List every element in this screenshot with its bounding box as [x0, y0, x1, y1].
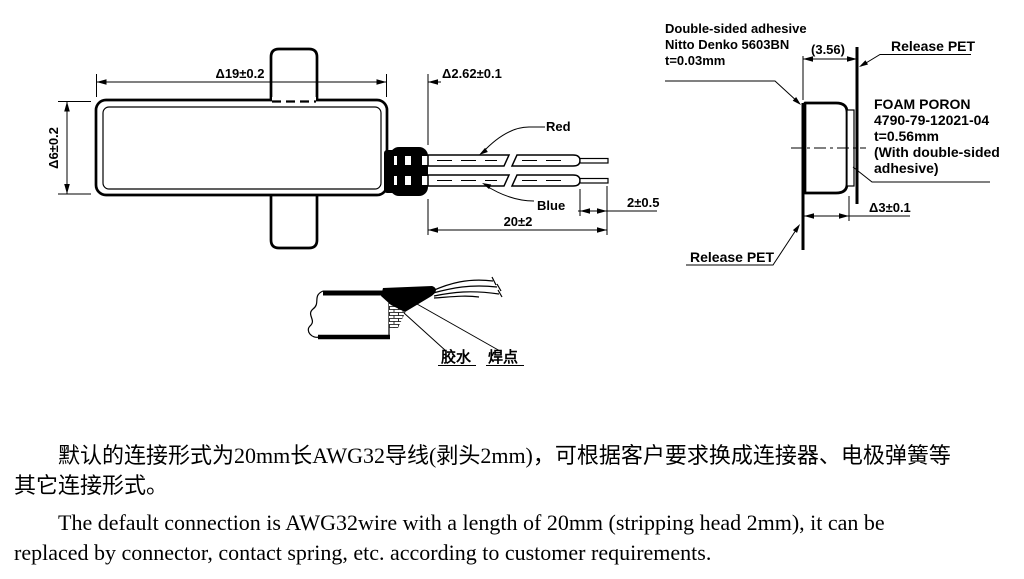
glue-leader: [403, 312, 447, 352]
dim-wire-length-text: 20±2: [504, 214, 533, 229]
dim-connector-width: Δ2.62±0.1: [427, 66, 502, 145]
side-view: (3.56) Double-sided adhesive Nitto Denko…: [665, 21, 1000, 266]
detail-wire-strand: [432, 285, 498, 294]
notes-section: 默认的连接形式为20mm长AWG32导线(剥头2mm)，可根据客户要求换成连接器…: [14, 441, 1018, 568]
foam-label-line3: t=0.56mm: [874, 128, 939, 144]
dim-body-height: Δ6±0.2: [46, 101, 91, 195]
connector-clamp-4: [411, 171, 422, 189]
release-pet-bottom-label: Release PET: [690, 249, 774, 265]
glue-speckle: [397, 298, 401, 302]
arrowhead: [428, 227, 438, 233]
detail-view: 胶水 焊点: [307, 276, 524, 366]
connector-clamp-3: [397, 171, 405, 189]
detail-wire-end-tick: [497, 289, 503, 298]
bottom-tab-outline: [269, 193, 319, 250]
detail-wire-strand: [433, 295, 480, 299]
adhesive-leader-arrowhead: [792, 97, 801, 105]
blue-leader-arrowhead: [482, 183, 492, 190]
foam-poron-callout: FOAM PORON 4790-79-12021-04 t=0.56mm (Wi…: [852, 96, 1000, 183]
front-view: Δ19±0.2 Δ6±0.2 Δ2.62±0.1 Red Blue: [46, 47, 659, 250]
dim-ref-356: (3.56): [802, 42, 857, 100]
dim-width-text: Δ19±0.2: [215, 66, 264, 81]
note-zh-line2: 其它连接形式。: [14, 473, 169, 498]
blue-label-leader: [484, 184, 535, 202]
dim-ref-text: (3.56): [811, 42, 845, 57]
detail-body-fill: [318, 293, 390, 336]
arrowhead: [428, 79, 438, 85]
dim-height-text: Δ6±0.2: [46, 127, 61, 169]
foam-label-line2: 4790-79-12021-04: [874, 112, 989, 128]
foam-label-line5: adhesive): [874, 160, 939, 176]
arrowhead: [64, 184, 70, 194]
dim-depth: Δ3±0.1: [804, 196, 911, 221]
red-leader-arrowhead: [479, 147, 488, 155]
detail-wire-end-tick: [496, 283, 502, 292]
detail-wire-end-tick: [491, 276, 497, 286]
arrowhead: [847, 56, 857, 62]
tab-overlap-mask: [272, 97, 316, 109]
note-en-line2: replaced by connector, contact spring, e…: [14, 540, 712, 565]
foam-leader: [852, 166, 990, 183]
adhesive-label-line2: Nitto Denko 5603BN: [665, 37, 789, 52]
dim-strip-text: 2±0.5: [627, 195, 659, 210]
solder-joint-area: [381, 286, 436, 312]
solder-label: 焊点: [488, 349, 518, 366]
solder-leader: [416, 303, 501, 352]
release-pet-top-leader: [860, 54, 971, 67]
adhesive-callout: Double-sided adhesive Nitto Denko 5603BN…: [665, 21, 807, 105]
arrowhead: [804, 213, 814, 219]
adhesive-label-line3: t=0.03mm: [665, 53, 725, 68]
foam-label-line4: (With double-sided: [874, 144, 1000, 160]
adhesive-label-line1: Double-sided adhesive: [665, 21, 807, 36]
glue-label: 胶水: [441, 348, 472, 366]
glue-speckle: [394, 304, 398, 308]
red-label-leader: [481, 126, 545, 154]
blue-wire-label: Blue: [537, 198, 565, 213]
arrowhead: [96, 79, 107, 85]
blue-wire: [427, 174, 609, 187]
arrowhead: [580, 208, 590, 214]
arrowhead: [597, 208, 607, 214]
dim-depth-text: Δ3±0.1: [869, 200, 911, 215]
connector-clamp-2: [411, 151, 422, 169]
release-pet-bottom-arrowhead: [792, 224, 800, 233]
release-pet-top-callout: Release PET: [859, 38, 975, 67]
connector-body: [390, 147, 428, 196]
note-zh-line1: 默认的连接形式为20mm长AWG32导线(剥头2mm)，可根据客户要求换成连接器…: [58, 443, 951, 468]
red-wire-bare-conductor: [579, 157, 609, 164]
glue-speckle: [403, 302, 407, 306]
arrowhead: [376, 79, 387, 85]
arrowhead: [597, 227, 607, 233]
detail-wire-strand: [433, 291, 500, 297]
blue-wire-bare-conductor: [579, 177, 609, 184]
arrowhead: [64, 101, 70, 112]
foam-label-line1: FOAM PORON: [874, 96, 970, 112]
arrowhead: [803, 56, 813, 62]
red-wire: [427, 154, 609, 167]
release-pet-bottom-callout: Release PET: [686, 224, 800, 266]
adhesive-leader: [665, 80, 800, 104]
detail-break-line: [307, 290, 324, 338]
dim-body-width: Δ19±0.2: [96, 66, 387, 97]
wire-connector-block: [384, 147, 428, 196]
body-inner-outline: [102, 106, 382, 190]
detail-wire-strand: [431, 279, 494, 292]
release-pet-top-label: Release PET: [891, 38, 975, 54]
body-outer-outline: [94, 98, 389, 197]
dim-tab-width-text: Δ2.62±0.1: [442, 66, 502, 81]
engineering-drawing-canvas: Δ19±0.2 Δ6±0.2 Δ2.62±0.1 Red Blue: [46, 21, 1000, 366]
detail-wires: [431, 276, 503, 299]
release-pet-top-arrowhead: [859, 60, 869, 67]
note-en-line1: The default connection is AWG32wire with…: [58, 510, 885, 535]
top-tab-outline: [269, 47, 319, 102]
red-wire-label: Red: [546, 119, 571, 134]
arrowhead: [839, 213, 849, 219]
release-pet-bottom-leader: [686, 226, 799, 266]
dim-strip-length: 2±0.5: [578, 189, 659, 216]
connector-clamp-1: [397, 151, 405, 169]
